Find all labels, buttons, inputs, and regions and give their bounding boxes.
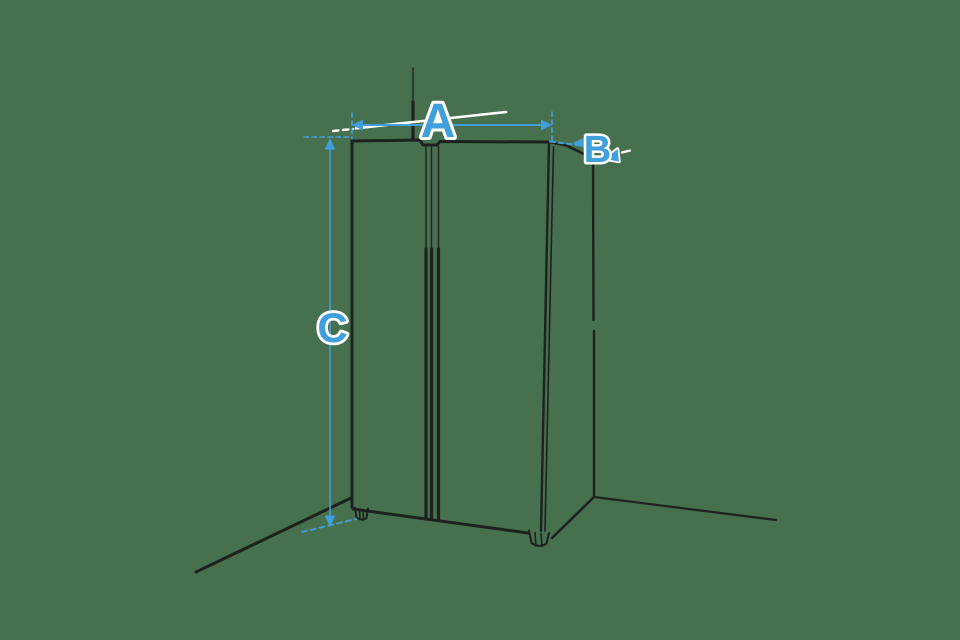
dim-a-arrowhead-right — [541, 119, 552, 131]
dimension-c-height: C — [301, 136, 357, 533]
dim-a-arrowhead-left — [352, 119, 363, 131]
fridge-door-gap-and-handles — [424, 145, 441, 521]
fridge-top-edge — [350, 138, 551, 147]
dim-b-dashed-line — [549, 140, 590, 148]
dim-label-b: B — [584, 129, 611, 171]
dim-b-arrowhead-left — [573, 137, 586, 149]
fridge-foot-left — [354, 506, 369, 521]
fridge-right-front-edge — [539, 140, 551, 533]
dim-a-extension-lines — [351, 111, 553, 142]
room-sketch — [194, 67, 778, 574]
white-guide-dashes — [331, 127, 355, 133]
dimension-b-depth: B — [549, 127, 632, 174]
refrigerator-sketch — [350, 138, 596, 548]
door-gap-lines — [425, 145, 440, 250]
door-handle-lines — [424, 247, 441, 521]
fridge-right-door-edge — [544, 146, 555, 532]
fridge-bottom-side-edge — [550, 495, 596, 540]
floor-edge-left — [194, 496, 353, 574]
dim-c-arrowhead-bottom — [324, 515, 336, 527]
dim-label-c: C — [317, 304, 347, 351]
dim-b-arrowhead-right — [603, 147, 621, 164]
dimension-a-width: A — [351, 92, 553, 151]
dim-b-white-dash — [620, 149, 632, 154]
fridge-bottom-front-edge — [351, 507, 530, 535]
fridge-top-right-edge — [547, 140, 595, 160]
fridge-back-right-edge — [591, 156, 596, 499]
dim-c-extension-bottom — [301, 518, 357, 533]
dim-label-a: A — [421, 95, 456, 148]
dim-c-arrowhead-top — [324, 138, 336, 150]
floor-edge-right — [592, 495, 778, 522]
fridge-foot-right — [528, 529, 550, 548]
